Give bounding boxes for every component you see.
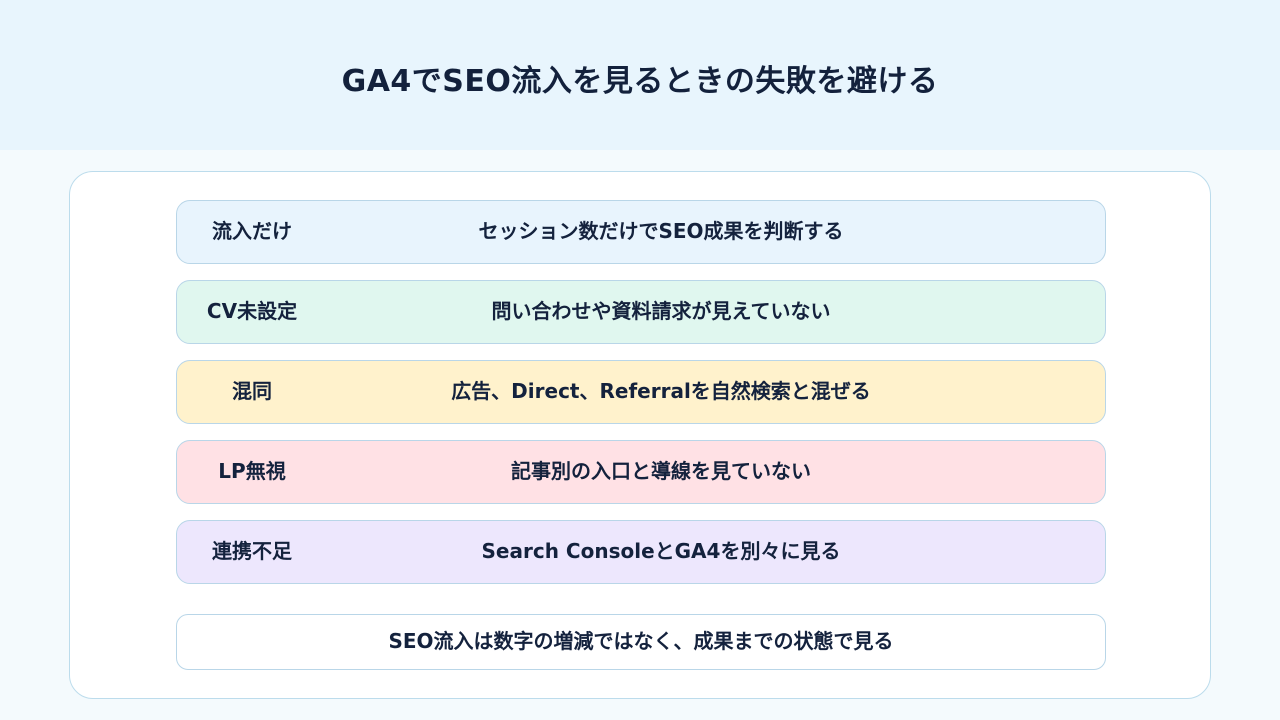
header: GA4でSEO流入を見るときの失敗を避ける [0, 0, 1280, 150]
mistake-description: 広告、Direct、Referralを自然検索と混ぜる [451, 379, 871, 403]
mistake-description: Search ConsoleとGA4を別々に見る [481, 539, 841, 563]
mistake-row-lp-ignored: LP無視 記事別の入口と導線を見ていない [176, 440, 1106, 504]
mistake-label: 混同 [232, 379, 272, 403]
page-title: GA4でSEO流入を見るときの失敗を避ける [341, 64, 939, 99]
mistake-description: セッション数だけでSEO成果を判断する [478, 219, 844, 243]
mistake-row-cv-unset: CV未設定 問い合わせや資料請求が見えていない [176, 280, 1106, 344]
summary-box: SEO流入は数字の増減ではなく、成果までの状態で見る [176, 614, 1106, 670]
mistake-label: LP無視 [218, 459, 286, 483]
mistake-row-mixing: 混同 広告、Direct、Referralを自然検索と混ぜる [176, 360, 1106, 424]
mistake-description: 記事別の入口と導線を見ていない [511, 459, 811, 483]
mistake-label: CV未設定 [206, 299, 298, 323]
content-panel: 流入だけ セッション数だけでSEO成果を判断する CV未設定 問い合わせや資料請… [69, 171, 1211, 699]
mistake-row-inflow-only: 流入だけ セッション数だけでSEO成果を判断する [176, 200, 1106, 264]
mistake-row-no-integration: 連携不足 Search ConsoleとGA4を別々に見る [176, 520, 1106, 584]
mistake-label: 流入だけ [212, 219, 292, 243]
mistake-label: 連携不足 [212, 539, 292, 563]
mistake-description: 問い合わせや資料請求が見えていない [491, 299, 831, 323]
mistake-list: 流入だけ セッション数だけでSEO成果を判断する CV未設定 問い合わせや資料請… [176, 200, 1106, 600]
